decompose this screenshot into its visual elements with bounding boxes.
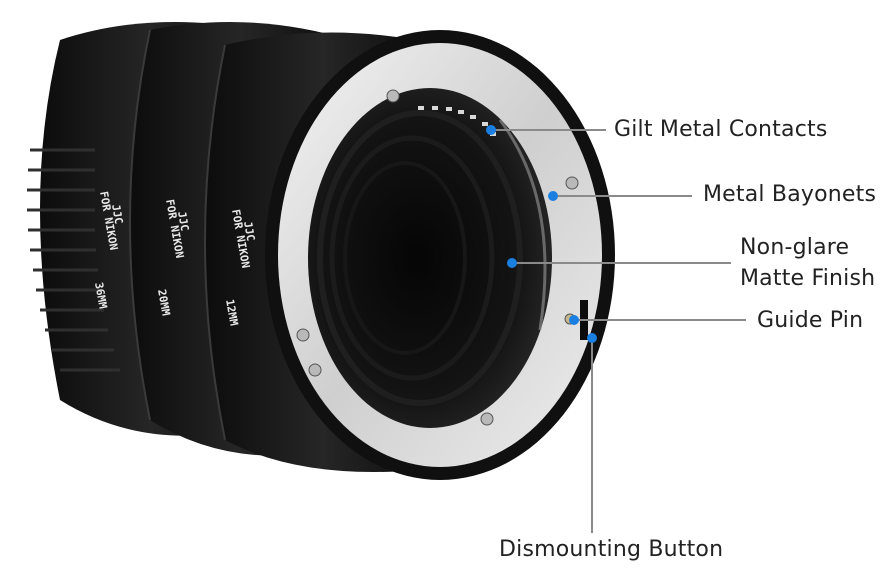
tube-12mm-size: 12MM [223, 298, 240, 327]
tube-36mm-brand: JJC [109, 203, 125, 225]
tube-36mm-size: 36MM [92, 281, 109, 310]
dot-guide-pin [569, 315, 579, 325]
tube-20mm-brand: JJC [175, 210, 191, 232]
dot-gilt-metal-contacts [486, 125, 496, 135]
leader-lines [491, 129, 746, 533]
dot-metal-bayonets [548, 191, 558, 201]
dot-dismounting-button [587, 333, 597, 343]
callout-guide-pin: Guide Pin [757, 308, 864, 333]
mount-screws [296, 89, 579, 426]
lens-mount [265, 30, 615, 480]
callout-metal-bayonets: Metal Bayonets [703, 182, 877, 207]
callout-dots [486, 125, 597, 343]
callout-non-glare-line1: Non-glare [740, 235, 850, 260]
tube-12mm-brand: JJC [241, 220, 257, 242]
callout-dismounting-button: Dismounting Button [499, 537, 724, 562]
callout-matte-finish-line2: Matte Finish [740, 266, 876, 291]
inner-bore [308, 88, 552, 428]
callout-gilt-metal-contacts: Gilt Metal Contacts [614, 117, 828, 142]
dot-non-glare-matte-finish [507, 258, 517, 268]
tube-20mm-size: 20MM [155, 288, 172, 317]
